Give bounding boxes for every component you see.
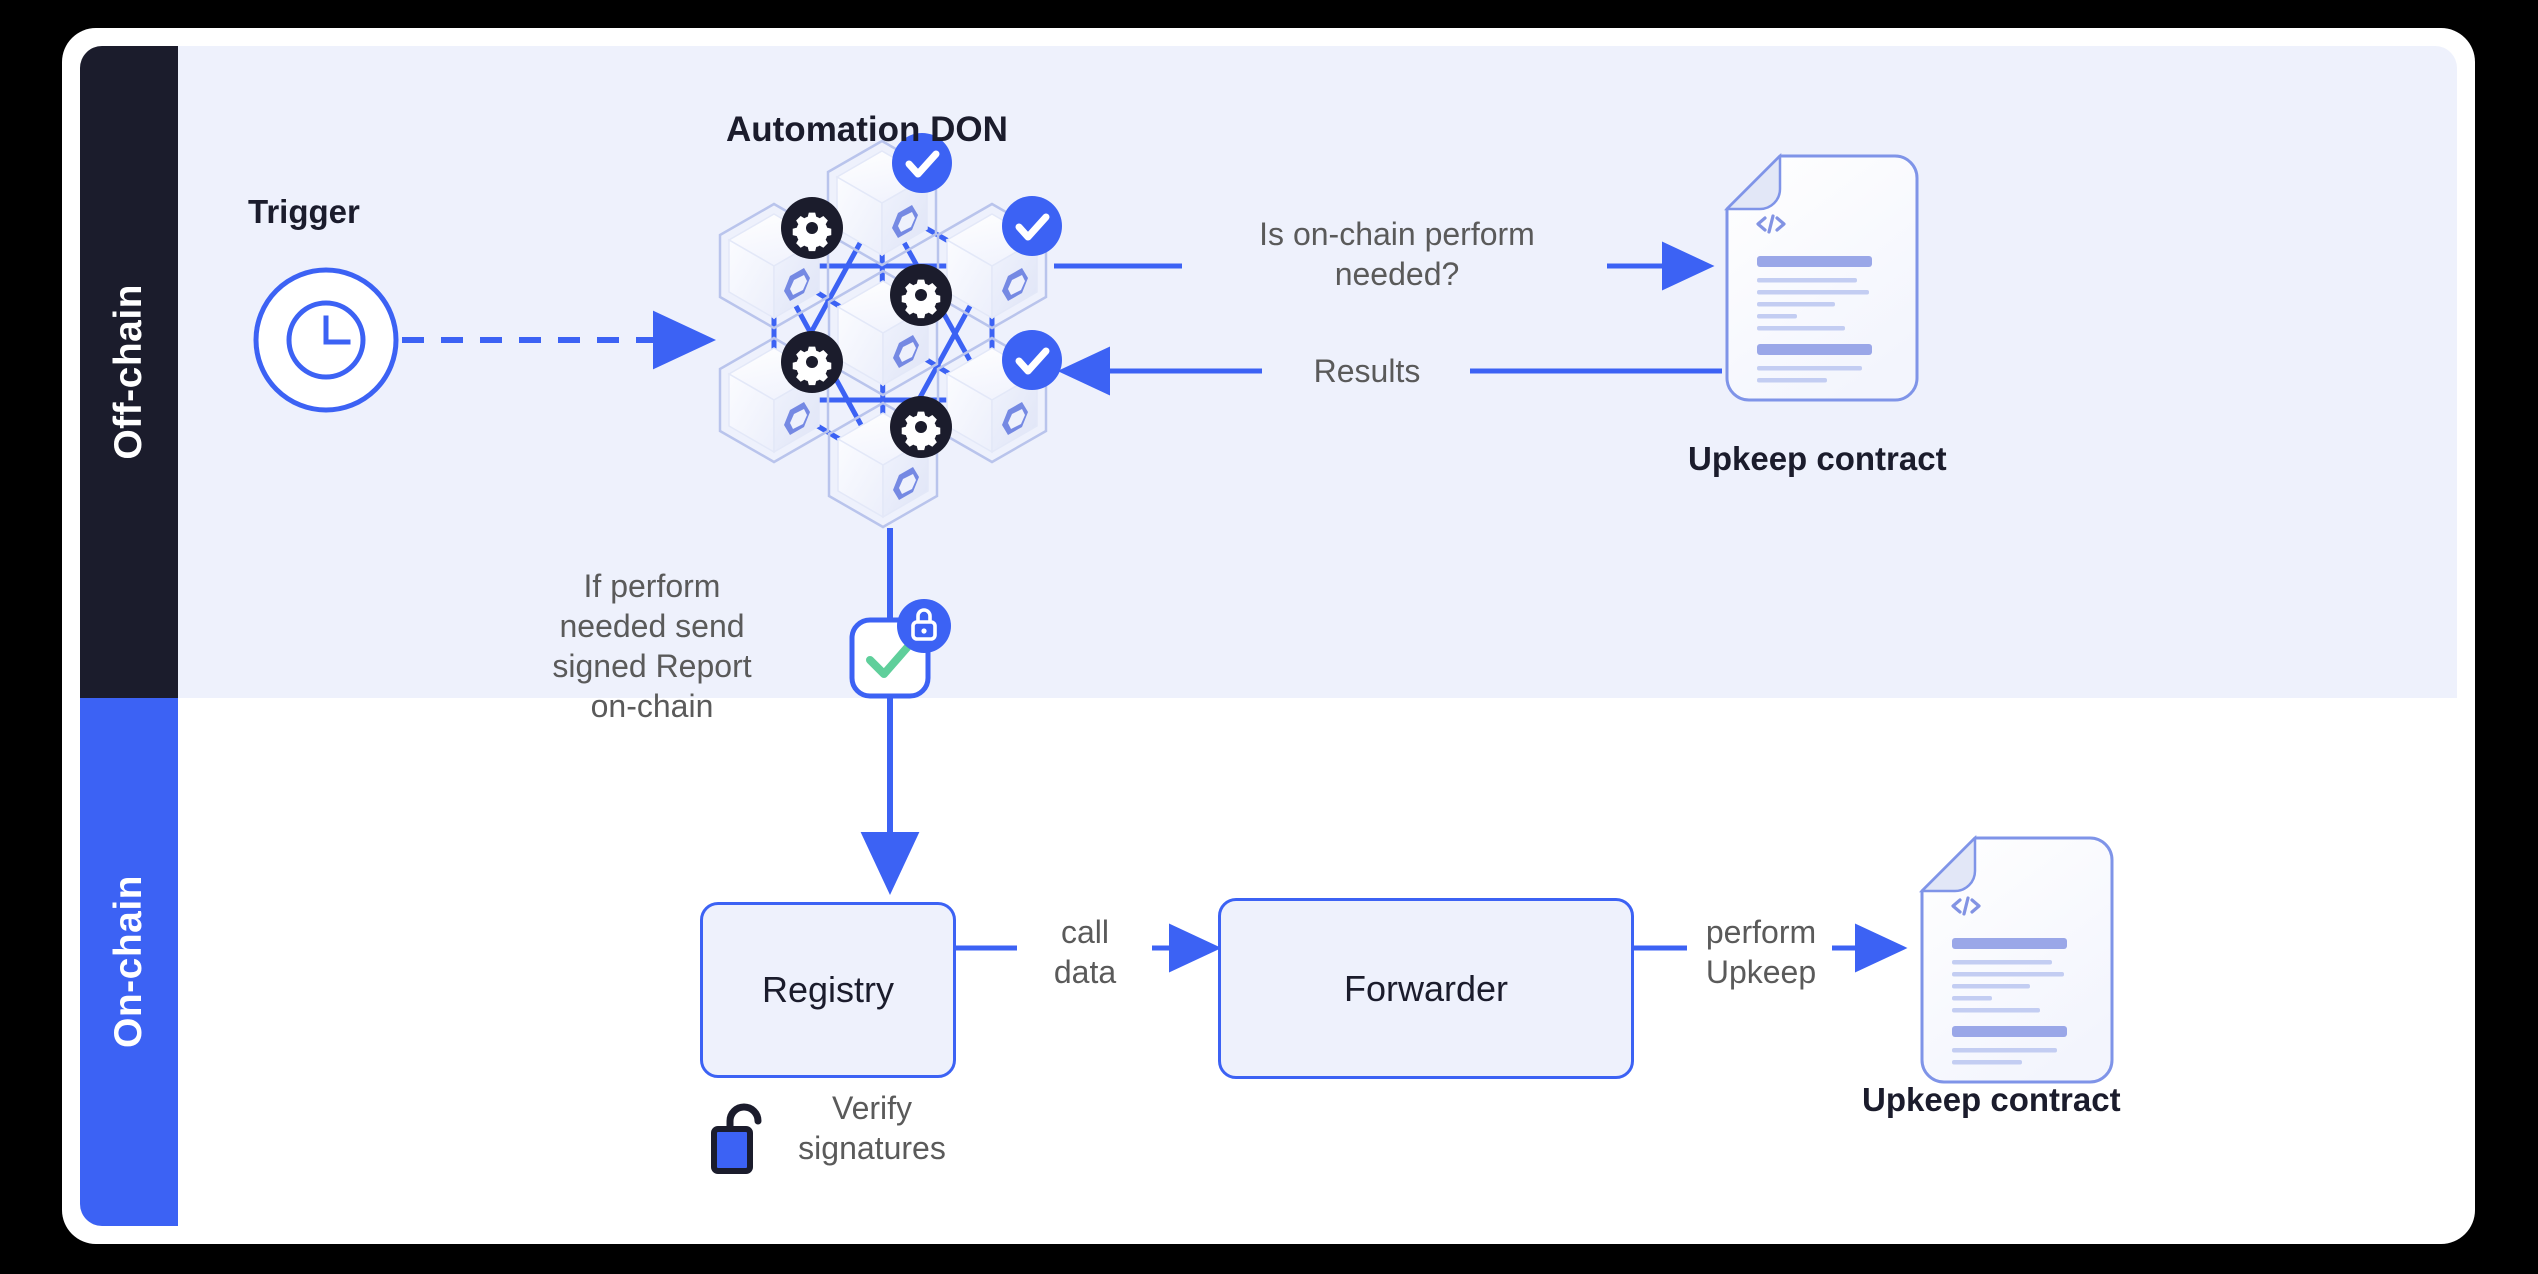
offchain-panel xyxy=(178,46,2457,698)
gear-icon xyxy=(781,331,843,393)
registry-label: Registry xyxy=(761,969,895,1010)
gear-icon xyxy=(890,396,952,458)
diagram-canvas xyxy=(253,133,2114,1174)
verify-line-1: Verify xyxy=(831,1090,913,1126)
perform-note-line-3: signed Report xyxy=(552,648,752,684)
code-icon xyxy=(1951,896,1981,916)
diagram-card: Off-chain On-chain xyxy=(62,28,2475,1244)
perform-upkeep-line-1: perform xyxy=(1705,914,1817,950)
don-node-lower-right xyxy=(936,330,1062,464)
perform-upkeep-line-2: Upkeep xyxy=(1705,954,1817,990)
call-data-label: call data xyxy=(1017,912,1153,992)
signed-report-icon xyxy=(849,599,951,699)
don-node-upper-right xyxy=(936,196,1062,330)
section-rail-offchain: Off-chain xyxy=(80,46,178,698)
question-label: Is on-chain perform needed? xyxy=(1187,214,1607,294)
lock-badge-icon xyxy=(897,599,951,653)
don-title: Automation DON xyxy=(726,110,1008,149)
don-node-top-center xyxy=(826,133,952,267)
check-badge-icon xyxy=(1002,196,1062,256)
upkeep-contract-caption-top: Upkeep contract xyxy=(1688,440,1947,477)
gear-icon xyxy=(781,197,843,259)
verify-signatures-label: Verify signatures xyxy=(762,1088,982,1168)
question-line-2: needed? xyxy=(1334,256,1460,292)
call-data-line-2: data xyxy=(1053,954,1117,990)
perform-note-line-4: on-chain xyxy=(590,688,714,724)
perform-note-line-1: If perform xyxy=(583,568,721,604)
section-rail-onchain: On-chain xyxy=(80,698,178,1226)
forwarder-label: Forwarder xyxy=(1343,967,1509,1009)
registry-box[interactable]: Registry xyxy=(700,902,956,1078)
perform-upkeep-label: perform Upkeep xyxy=(1687,912,1835,992)
question-line-1: Is on-chain perform xyxy=(1259,216,1535,252)
unlock-icon xyxy=(711,1103,762,1174)
check-badge-icon xyxy=(892,133,952,193)
upkeep-contract-doc-top xyxy=(1723,152,1919,402)
don-node-bottom-center xyxy=(827,396,952,529)
trigger-clock-icon xyxy=(253,267,399,413)
gear-icon xyxy=(890,264,952,326)
forwarder-box[interactable]: Forwarder xyxy=(1218,898,1634,1079)
don-nodes xyxy=(718,133,1062,529)
verify-line-2: signatures xyxy=(798,1130,946,1166)
results-label: Results xyxy=(1313,353,1421,389)
upkeep-contract-caption-bottom: Upkeep contract xyxy=(1862,1081,2121,1118)
check-badge-icon xyxy=(1002,330,1062,390)
trigger-label: Trigger xyxy=(248,193,360,230)
upkeep-contract-doc-bottom xyxy=(1918,834,2114,1084)
perform-note: If perform needed send signed Report on-… xyxy=(502,566,802,726)
perform-note-line-2: needed send xyxy=(559,608,745,644)
doc-text-lines xyxy=(1952,938,2067,1065)
code-icon xyxy=(1756,214,1786,234)
don-node-lower-left xyxy=(718,331,843,464)
don-node-center xyxy=(827,264,952,397)
doc-text-lines xyxy=(1757,256,1872,383)
don-node-upper-left xyxy=(718,197,843,330)
call-data-line-1: call xyxy=(1060,914,1109,950)
